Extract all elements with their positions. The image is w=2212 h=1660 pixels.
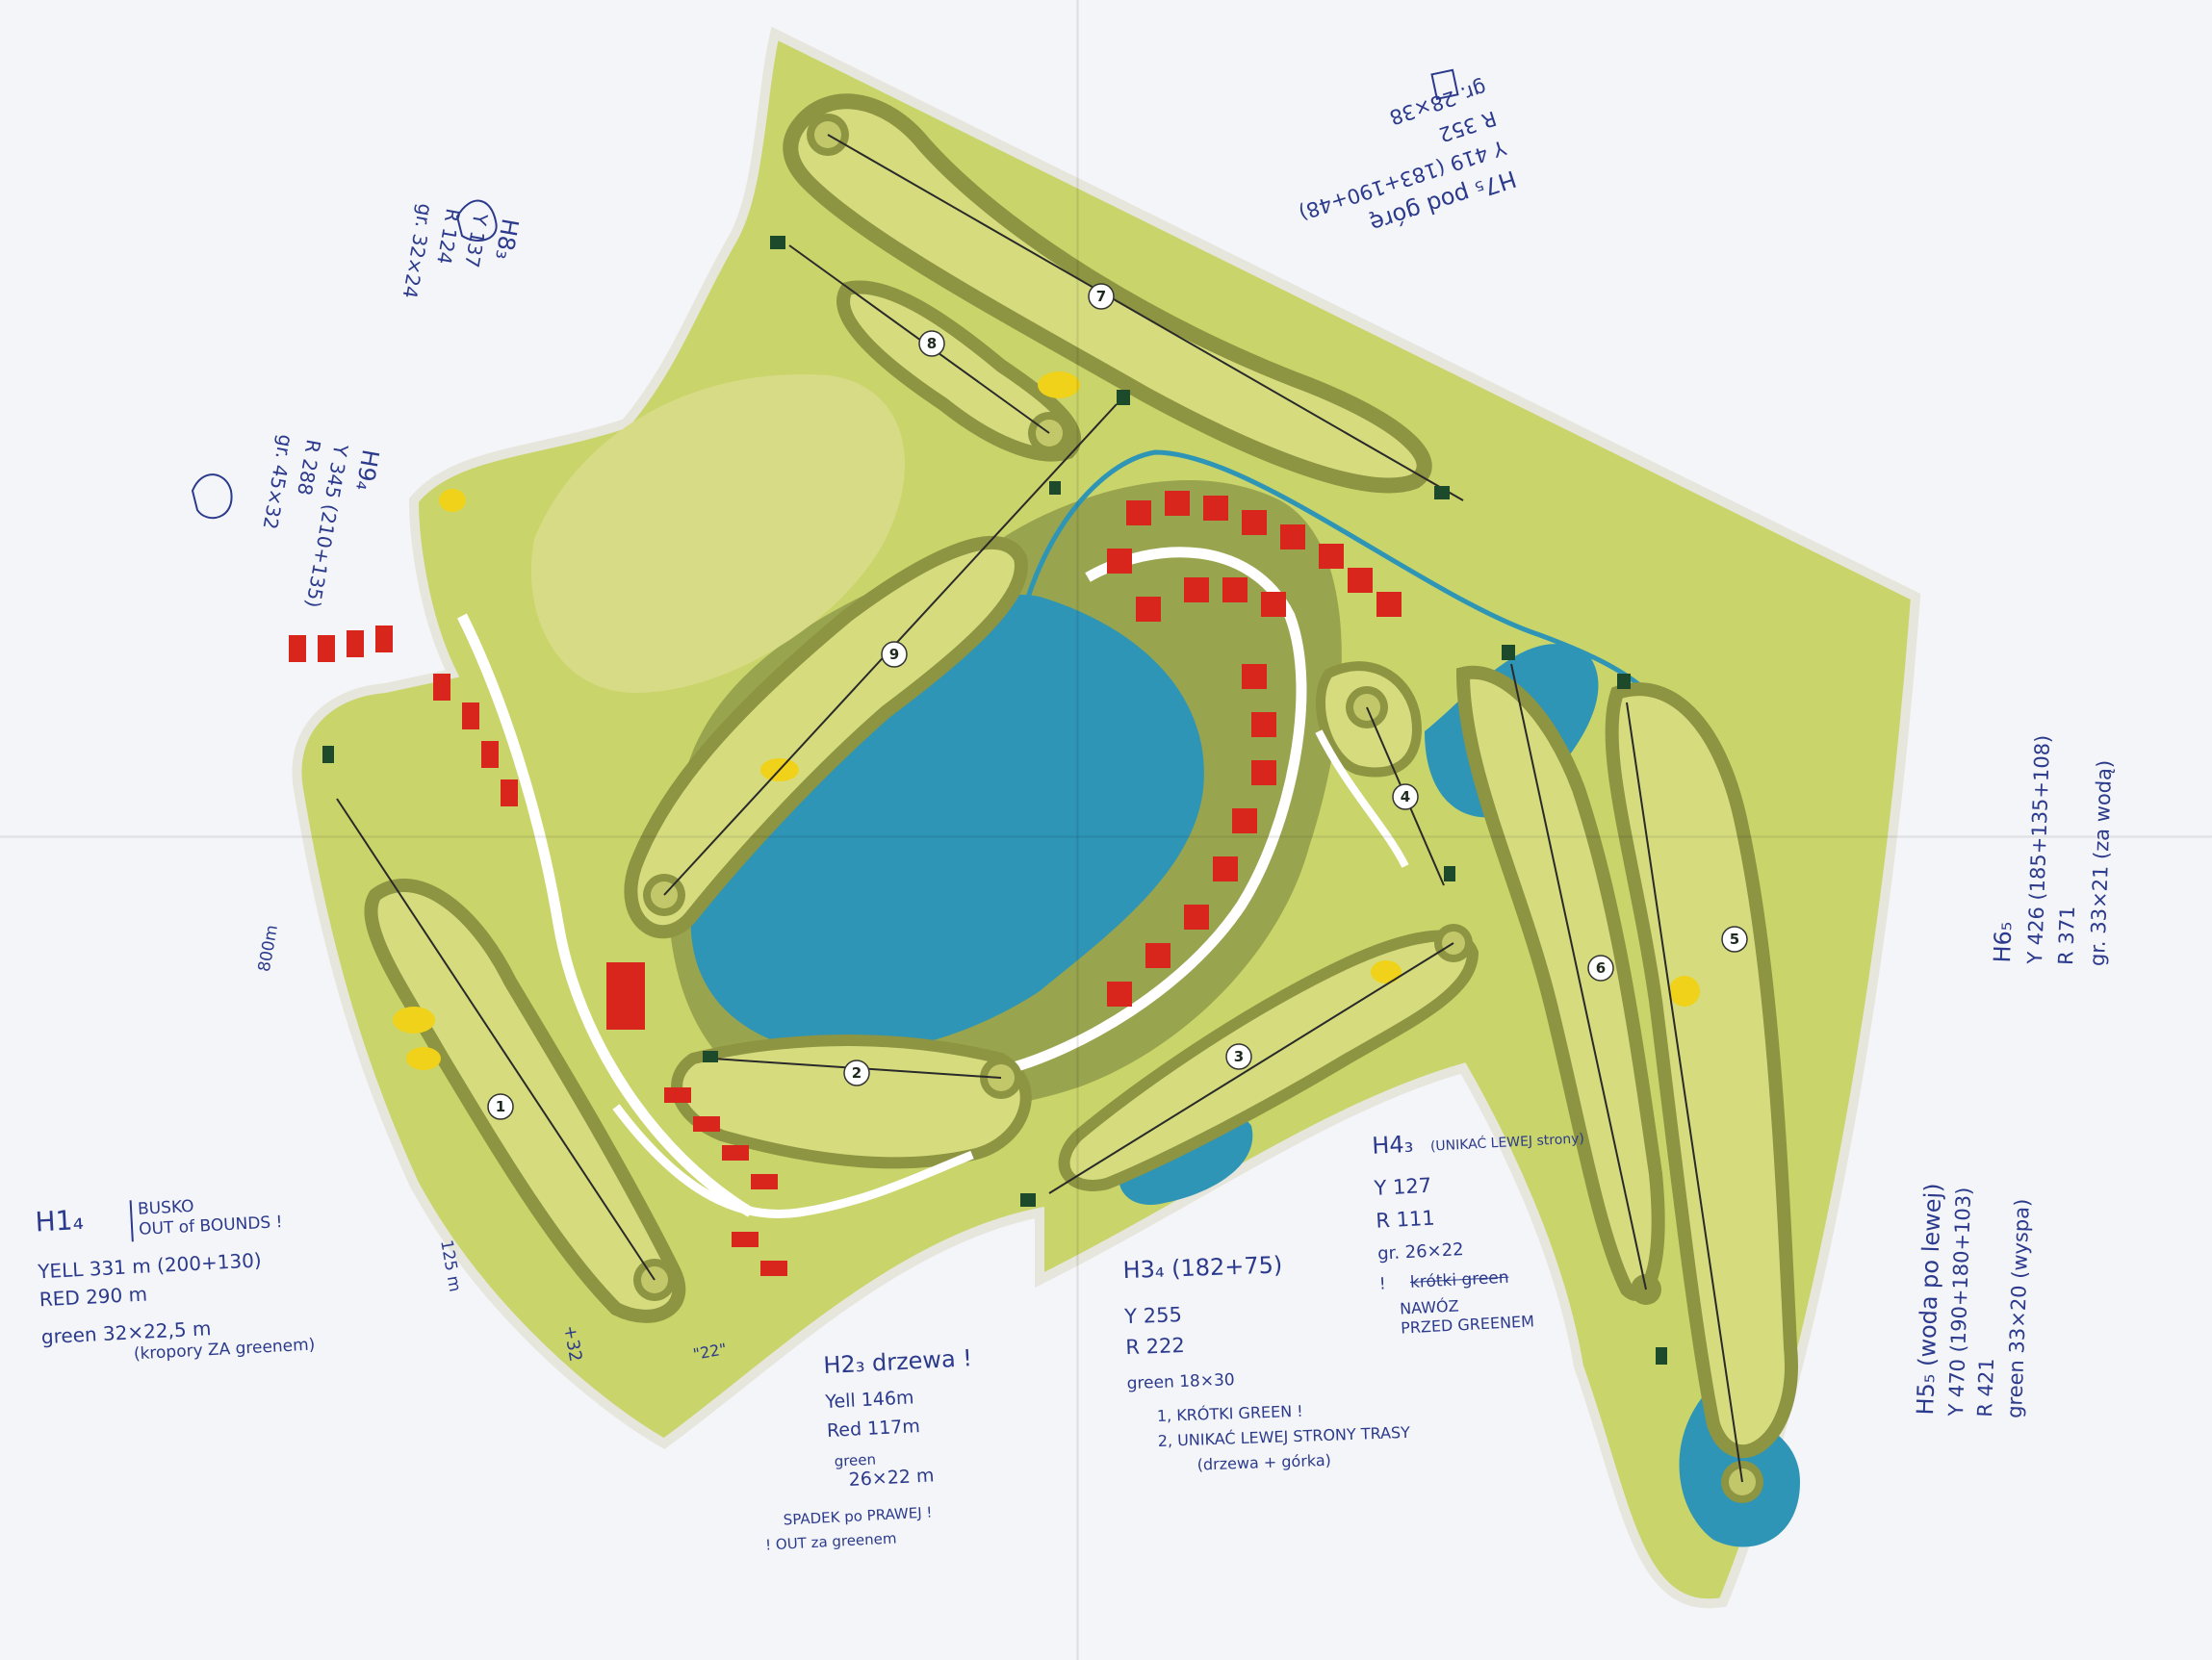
h4-struck: krótki green <box>1409 1267 1509 1293</box>
svg-text:2: 2 <box>852 1064 862 1082</box>
note-hole-5: H5₅ (woda po lewej) Y 470 (190+180+103) … <box>1911 1183 2035 1418</box>
holiday-houses <box>289 491 1402 1276</box>
note-hole-2: H2₃ drzewa ! Yell 146m Red 117m green 26… <box>765 1343 982 1553</box>
fold-line-vertical <box>1076 0 1079 1660</box>
h1-title: H1₄ <box>34 1203 85 1239</box>
fairway-8 <box>836 280 1081 462</box>
h5-y: Y 470 (190+180+103) <box>1943 1187 1976 1417</box>
note-hole-8: H8₃ Y 137 R 124 gr. 32×24 <box>398 202 525 316</box>
lake <box>690 595 1204 1054</box>
bunker <box>1371 960 1402 983</box>
small-square-sketch <box>1430 68 1459 100</box>
h4-excl: ! <box>1378 1274 1387 1294</box>
h4-green: gr. 26×22 <box>1376 1239 1465 1264</box>
h3-n2: 2, UNIKAĆ LEWEJ STRONY TRASY <box>1157 1422 1411 1450</box>
cart-path-south <box>612 1104 974 1218</box>
svg-text:5: 5 <box>1730 931 1739 948</box>
hole-9-marker: 9 <box>881 641 908 668</box>
svg-text:1: 1 <box>496 1098 505 1115</box>
svg-text:4: 4 <box>1401 788 1410 805</box>
hole-1-marker: 1 <box>487 1093 514 1120</box>
h2-red: Red 117m <box>826 1415 921 1442</box>
hole-5-marker: 5 <box>1721 926 1748 953</box>
green-shape-sketch-8 <box>455 199 498 242</box>
h3-y: Y 255 <box>1123 1303 1183 1329</box>
note-hole-6: H6₅ Y 426 (185+135+108) R 371 gr. 33×21 … <box>1988 733 2118 966</box>
h3-r: R 222 <box>1124 1334 1186 1360</box>
bunker <box>406 1047 441 1070</box>
note-hole-1: H1₄ BUSKO OUT of BOUNDS ! YELL 331 m (20… <box>35 1191 316 1369</box>
hole-2-marker: 2 <box>843 1060 870 1086</box>
fairway-1 <box>364 879 686 1323</box>
svg-text:9: 9 <box>889 646 899 663</box>
svg-text:3: 3 <box>1234 1048 1244 1065</box>
h3-green: green 18×30 <box>1126 1369 1236 1393</box>
hole-3-marker: 3 <box>1225 1043 1252 1070</box>
h6-y: Y 426 (185+135+108) <box>2022 734 2055 965</box>
tee-boxes <box>322 236 1667 1365</box>
h6-r: R 371 <box>2054 906 2080 966</box>
h4-title: H4₃ <box>1371 1130 1414 1160</box>
green-shape-sketch-9 <box>191 473 233 520</box>
cart-path-main <box>457 613 754 1217</box>
upper-lake-area <box>530 374 905 693</box>
h4-r: R 111 <box>1375 1206 1436 1234</box>
fairway-9 <box>624 536 1028 939</box>
h3-n1: 1, KRÓTKI GREEN ! <box>1156 1401 1303 1425</box>
bunker <box>1038 371 1080 398</box>
h4-y: Y 127 <box>1373 1173 1432 1200</box>
bunker <box>439 489 466 512</box>
fairway-3 <box>1058 930 1479 1191</box>
fairway-5 <box>1605 682 1798 1459</box>
hole-4-marker: 4 <box>1392 783 1419 810</box>
hole-7-marker: 7 <box>1088 283 1115 310</box>
note-hole-3: H3₄ (182+75) Y 255 R 222 green 18×30 1, … <box>1122 1246 1411 1477</box>
note-hole-4: H4₃ (UNIKAĆ LEWEJ strony) Y 127 R 111 gr… <box>1371 1120 1594 1340</box>
cart-path-ring <box>1009 547 1307 1074</box>
hole-number-markers: 1 2 3 4 5 6 7 8 9 <box>487 283 1748 1120</box>
cart-path-east <box>1315 729 1409 868</box>
h4-bracket: (UNIKAĆ LEWEJ strony) <box>1429 1131 1585 1155</box>
bunker <box>393 1007 435 1034</box>
bunker <box>1669 976 1700 1007</box>
svg-text:8: 8 <box>927 335 937 352</box>
svg-text:6: 6 <box>1596 959 1606 977</box>
fold-line-horizontal <box>0 835 2212 838</box>
hole-8-marker: 8 <box>918 330 945 357</box>
hole-6-marker: 6 <box>1587 955 1614 982</box>
svg-text:7: 7 <box>1096 288 1106 305</box>
h2-yell: Yell 146m <box>824 1387 915 1414</box>
h5-r: R 421 <box>1973 1357 1999 1418</box>
